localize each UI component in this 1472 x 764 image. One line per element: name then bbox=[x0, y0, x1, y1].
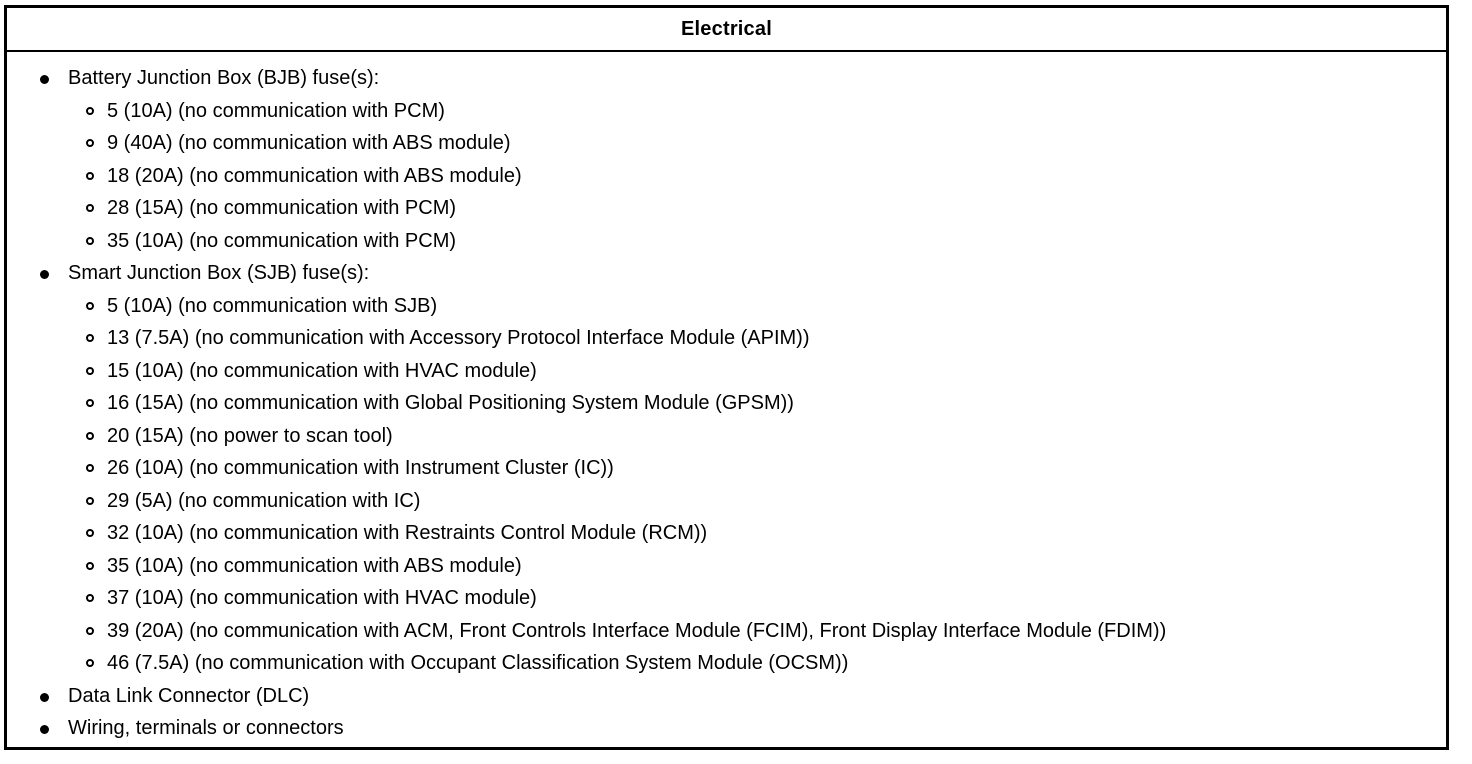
sublist-container: 5 (10A) (no communication with SJB) 13 (… bbox=[7, 290, 1446, 680]
list-item: 29 (5A) (no communication with IC) bbox=[7, 485, 1446, 518]
hollow-circle-bullet-icon bbox=[86, 301, 94, 310]
table-header-title: Electrical bbox=[681, 18, 772, 40]
list-item: 35 (10A) (no communication with PCM) bbox=[7, 225, 1446, 258]
component-list: Battery Junction Box (BJB) fuse(s): 5 (1… bbox=[7, 62, 1446, 745]
list-item: 35 (10A) (no communication with ABS modu… bbox=[7, 550, 1446, 583]
list-item: 26 (10A) (no communication with Instrume… bbox=[7, 452, 1446, 485]
hollow-circle-bullet-icon bbox=[86, 334, 94, 342]
hollow-circle-bullet-icon bbox=[86, 529, 94, 537]
list-item-label: 9 (40A) (no communication with ABS modul… bbox=[107, 132, 511, 154]
list-item-label: Data Link Connector (DLC) bbox=[68, 684, 310, 707]
list-item-label: 32 (10A) (no communication with Restrain… bbox=[107, 522, 708, 544]
hollow-circle-bullet-icon bbox=[86, 204, 94, 212]
list-item: Battery Junction Box (BJB) fuse(s): bbox=[7, 62, 1446, 95]
hollow-circle-bullet-icon bbox=[86, 106, 94, 115]
list-item: Smart Junction Box (SJB) fuse(s): bbox=[7, 257, 1446, 290]
list-item-label: Smart Junction Box (SJB) fuse(s): bbox=[68, 262, 370, 284]
list-item: 32 (10A) (no communication with Restrain… bbox=[7, 517, 1446, 550]
list-item: Wiring, terminals or connectors bbox=[7, 712, 1446, 745]
list-item: 28 (15A) (no communication with PCM) bbox=[7, 192, 1446, 225]
filled-disc-bullet-icon bbox=[40, 692, 49, 702]
list-item: 39 (20A) (no communication with ACM, Fro… bbox=[7, 615, 1446, 648]
hollow-circle-bullet-icon bbox=[86, 366, 94, 375]
table-body: Battery Junction Box (BJB) fuse(s): 5 (1… bbox=[7, 52, 1446, 745]
list-item-label: 15 (10A) (no communication with HVAC mod… bbox=[107, 359, 537, 382]
hollow-circle-bullet-icon bbox=[86, 496, 94, 505]
filled-disc-bullet-icon bbox=[40, 270, 49, 279]
list-item: 5 (10A) (no communication with SJB) bbox=[7, 290, 1446, 323]
hollow-circle-bullet-icon bbox=[86, 171, 94, 180]
list-item: 20 (15A) (no power to scan tool) bbox=[7, 420, 1446, 453]
fuse-sublist: 5 (10A) (no communication with PCM) 9 (4… bbox=[7, 95, 1446, 258]
list-item-label: 35 (10A) (no communication with ABS modu… bbox=[107, 554, 522, 577]
sublist-container: 5 (10A) (no communication with PCM) 9 (4… bbox=[7, 95, 1446, 258]
hollow-circle-bullet-icon bbox=[86, 561, 94, 570]
list-item-label: 46 (7.5A) (no communication with Occupan… bbox=[107, 652, 849, 674]
list-item-label: 28 (15A) (no communication with PCM) bbox=[107, 197, 457, 219]
list-item: Data Link Connector (DLC) bbox=[7, 680, 1446, 713]
list-item-label: 35 (10A) (no communication with PCM) bbox=[107, 229, 457, 252]
filled-disc-bullet-icon bbox=[40, 75, 49, 84]
list-item-label: 18 (20A) (no communication with ABS modu… bbox=[107, 164, 522, 187]
list-item: 37 (10A) (no communication with HVAC mod… bbox=[7, 582, 1446, 615]
list-item: 46 (7.5A) (no communication with Occupan… bbox=[7, 647, 1446, 680]
hollow-circle-bullet-icon bbox=[86, 139, 94, 147]
list-item-label: Wiring, terminals or connectors bbox=[68, 717, 344, 739]
list-item-label: 29 (5A) (no communication with IC) bbox=[107, 489, 421, 512]
table-header-row: Electrical bbox=[7, 8, 1446, 52]
list-item-label: 26 (10A) (no communication with Instrume… bbox=[107, 457, 614, 479]
hollow-circle-bullet-icon bbox=[86, 464, 94, 472]
hollow-circle-bullet-icon bbox=[86, 399, 94, 407]
list-item: 5 (10A) (no communication with PCM) bbox=[7, 95, 1446, 128]
list-item-label: 16 (15A) (no communication with Global P… bbox=[107, 392, 794, 414]
hollow-circle-bullet-icon bbox=[86, 626, 94, 635]
list-item-label: 13 (7.5A) (no communication with Accesso… bbox=[107, 327, 810, 349]
list-item-label: 20 (15A) (no power to scan tool) bbox=[107, 424, 393, 447]
hollow-circle-bullet-icon bbox=[86, 594, 94, 602]
list-item-label: 37 (10A) (no communication with HVAC mod… bbox=[107, 587, 537, 609]
list-item-label: 39 (20A) (no communication with ACM, Fro… bbox=[107, 619, 1167, 642]
fuse-sublist: 5 (10A) (no communication with SJB) 13 (… bbox=[7, 290, 1446, 680]
list-item: 16 (15A) (no communication with Global P… bbox=[7, 387, 1446, 420]
list-item: 18 (20A) (no communication with ABS modu… bbox=[7, 160, 1446, 193]
hollow-circle-bullet-icon bbox=[86, 659, 94, 667]
hollow-circle-bullet-icon bbox=[86, 236, 94, 245]
hollow-circle-bullet-icon bbox=[86, 431, 94, 440]
filled-disc-bullet-icon bbox=[40, 725, 49, 734]
list-item-label: Battery Junction Box (BJB) fuse(s): bbox=[68, 67, 380, 89]
list-item-label: 5 (10A) (no communication with PCM) bbox=[107, 99, 445, 122]
list-item: 13 (7.5A) (no communication with Accesso… bbox=[7, 322, 1446, 355]
list-item: 9 (40A) (no communication with ABS modul… bbox=[7, 127, 1446, 160]
electrical-table: Electrical Battery Junction Box (BJB) fu… bbox=[4, 5, 1449, 750]
list-item: 15 (10A) (no communication with HVAC mod… bbox=[7, 355, 1446, 388]
list-item-label: 5 (10A) (no communication with SJB) bbox=[107, 294, 438, 317]
